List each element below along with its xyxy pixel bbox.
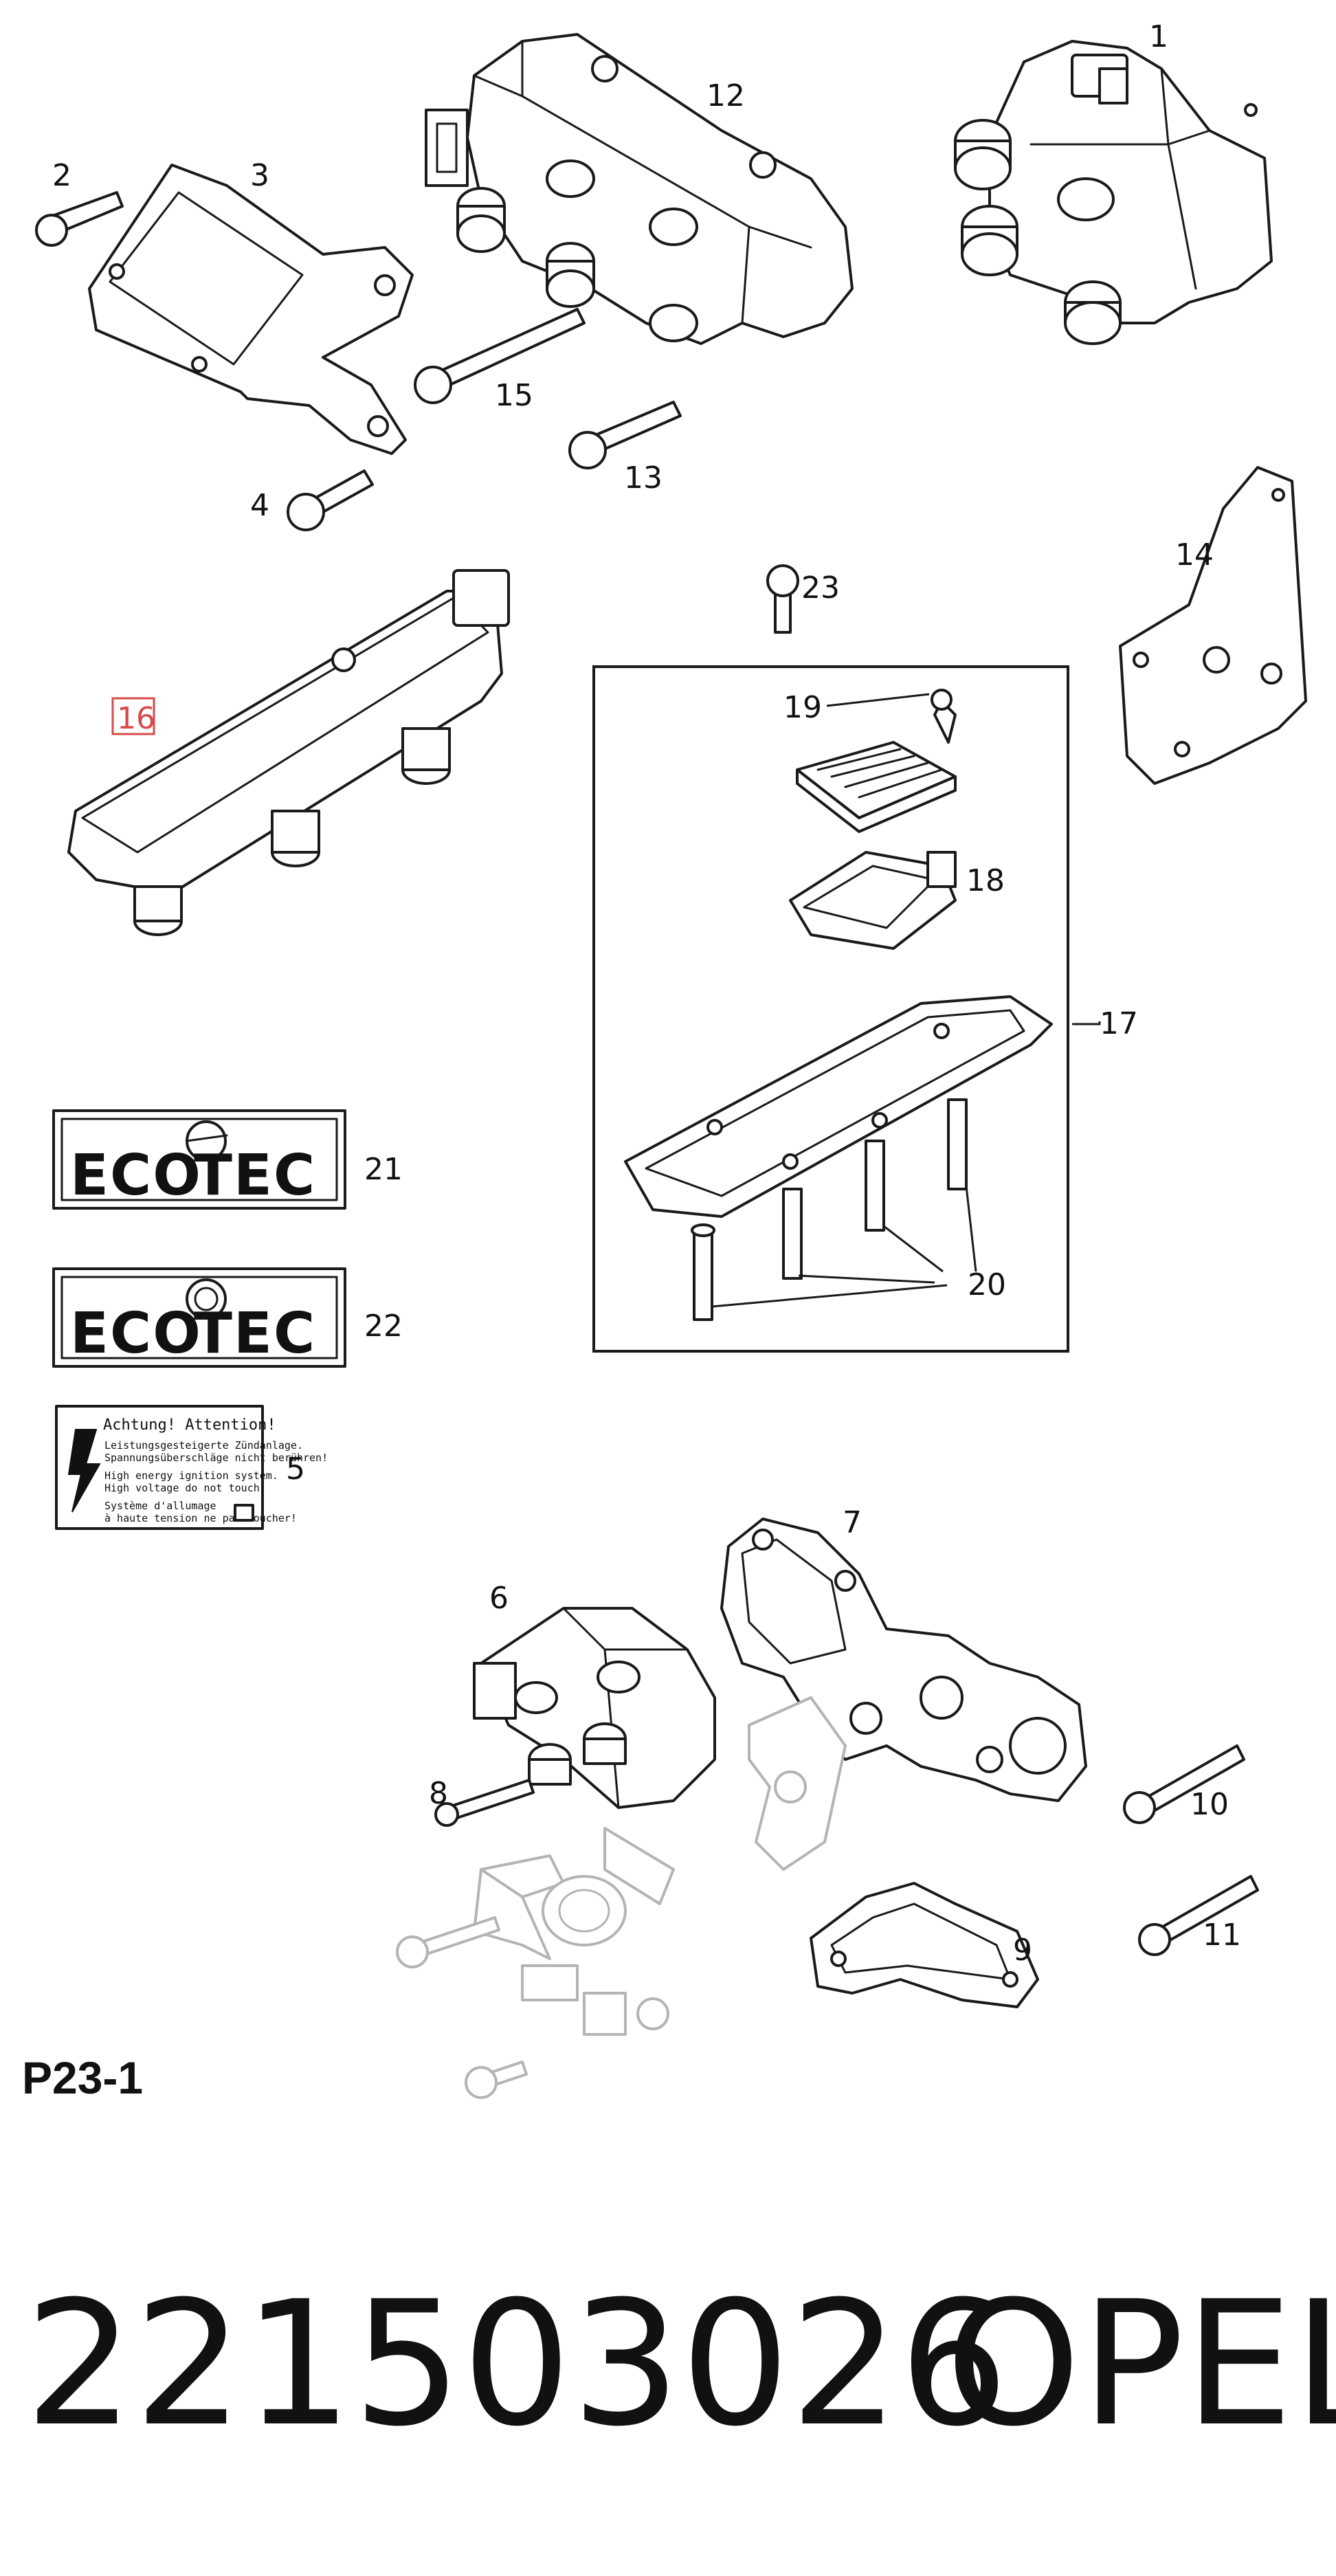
callout-8: 8 <box>429 1776 448 1811</box>
part-14-plate <box>1119 466 1307 785</box>
part-8-screw <box>434 1779 535 1827</box>
callout-4: 4 <box>250 488 269 523</box>
part-16-ignition-module <box>67 569 510 936</box>
decal-22-tec: TEC <box>194 1301 316 1366</box>
callout-18: 18 <box>966 863 1005 898</box>
warning-line-6: à haute tension ne pas toucher! <box>104 1512 297 1524</box>
ghost-bolt-1 <box>396 1916 500 1968</box>
decal-21-eco: ECO <box>70 1143 202 1208</box>
ghost-gasket <box>748 1696 847 1871</box>
decal-21-ecotec: ECO TEC <box>52 1109 346 1210</box>
callout-11: 11 <box>1203 1918 1241 1953</box>
warning-title: Achtung! Attention! <box>103 1417 276 1434</box>
warning-line-3: High energy ignition system. <box>104 1469 278 1482</box>
callout-3: 3 <box>250 158 269 193</box>
part-10-bolt <box>1123 1744 1245 1824</box>
callout-7: 7 <box>843 1505 862 1540</box>
part-4-bolt <box>287 469 374 531</box>
callout-21: 21 <box>364 1152 403 1187</box>
callout-5: 5 <box>286 1452 305 1487</box>
part-3-bracket <box>88 164 414 455</box>
callout-16: 16 <box>117 701 155 736</box>
callout-23: 23 <box>801 570 840 606</box>
callouts: 1 2 3 4 5 6 7 8 9 10 11 12 13 14 15 16 1… <box>52 19 1241 1968</box>
leader-lines <box>711 693 1101 1308</box>
callout-17: 17 <box>1100 1006 1138 1041</box>
part-9-gasket <box>810 1882 1039 2008</box>
part-number: 221503026 <box>25 2264 1009 2464</box>
warning-line-5: Système d'allumage <box>104 1500 216 1512</box>
warning-line-4: High voltage do not touch! <box>104 1482 266 1494</box>
part-18-module <box>789 851 957 950</box>
decal-22-ecotec: ECO TEC <box>52 1267 346 1368</box>
part-7-bracket <box>720 1518 1087 1802</box>
part-13-bolt <box>568 401 682 469</box>
callout-20: 20 <box>968 1267 1006 1302</box>
warning-line-2: Spannungsüberschläge nicht berühren! <box>104 1452 328 1464</box>
callout-1: 1 <box>1149 19 1168 54</box>
callout-15: 15 <box>495 378 533 413</box>
callout-6: 6 <box>489 1581 509 1616</box>
callout-13: 13 <box>624 460 663 496</box>
callout-12: 12 <box>706 78 745 113</box>
callout-2: 2 <box>52 158 71 193</box>
part-1-ignition-coil <box>954 40 1273 345</box>
callout-16-highlight-box <box>111 697 155 735</box>
part-12-coil-housing <box>425 33 854 345</box>
warning-line-1: Leistungsgesteigerte Zündanlage. <box>104 1439 303 1452</box>
part-11-bolt <box>1138 1875 1259 1956</box>
brand-name: OPEL <box>946 2264 1336 2464</box>
kit-frame <box>592 665 1069 1353</box>
ghost-bolt-2 <box>465 2061 528 2099</box>
callout-10: 10 <box>1190 1787 1229 1822</box>
part-15-bolt <box>414 308 586 404</box>
decal-5-warning-label: Achtung! Attention! Leistungsgesteigerte… <box>55 1405 328 1530</box>
decal-21-tec: TEC <box>194 1143 316 1208</box>
callout-14: 14 <box>1175 537 1214 573</box>
callout-19: 19 <box>783 690 822 725</box>
part-23-bolt <box>766 564 799 634</box>
callout-22: 22 <box>364 1309 403 1344</box>
part-6-coil-block <box>473 1607 716 1809</box>
part-2-screw <box>35 191 124 247</box>
ghost-valve-assembly <box>473 1827 675 2036</box>
part-17-coil-rail <box>624 995 1053 1321</box>
footer: 221503026 OPEL <box>25 2261 1336 2467</box>
page-code: P23-1 <box>22 2052 144 2103</box>
callout-9: 9 <box>1013 1933 1032 1968</box>
decal-22-eco: ECO <box>70 1301 202 1366</box>
part-19-cover <box>796 689 957 833</box>
